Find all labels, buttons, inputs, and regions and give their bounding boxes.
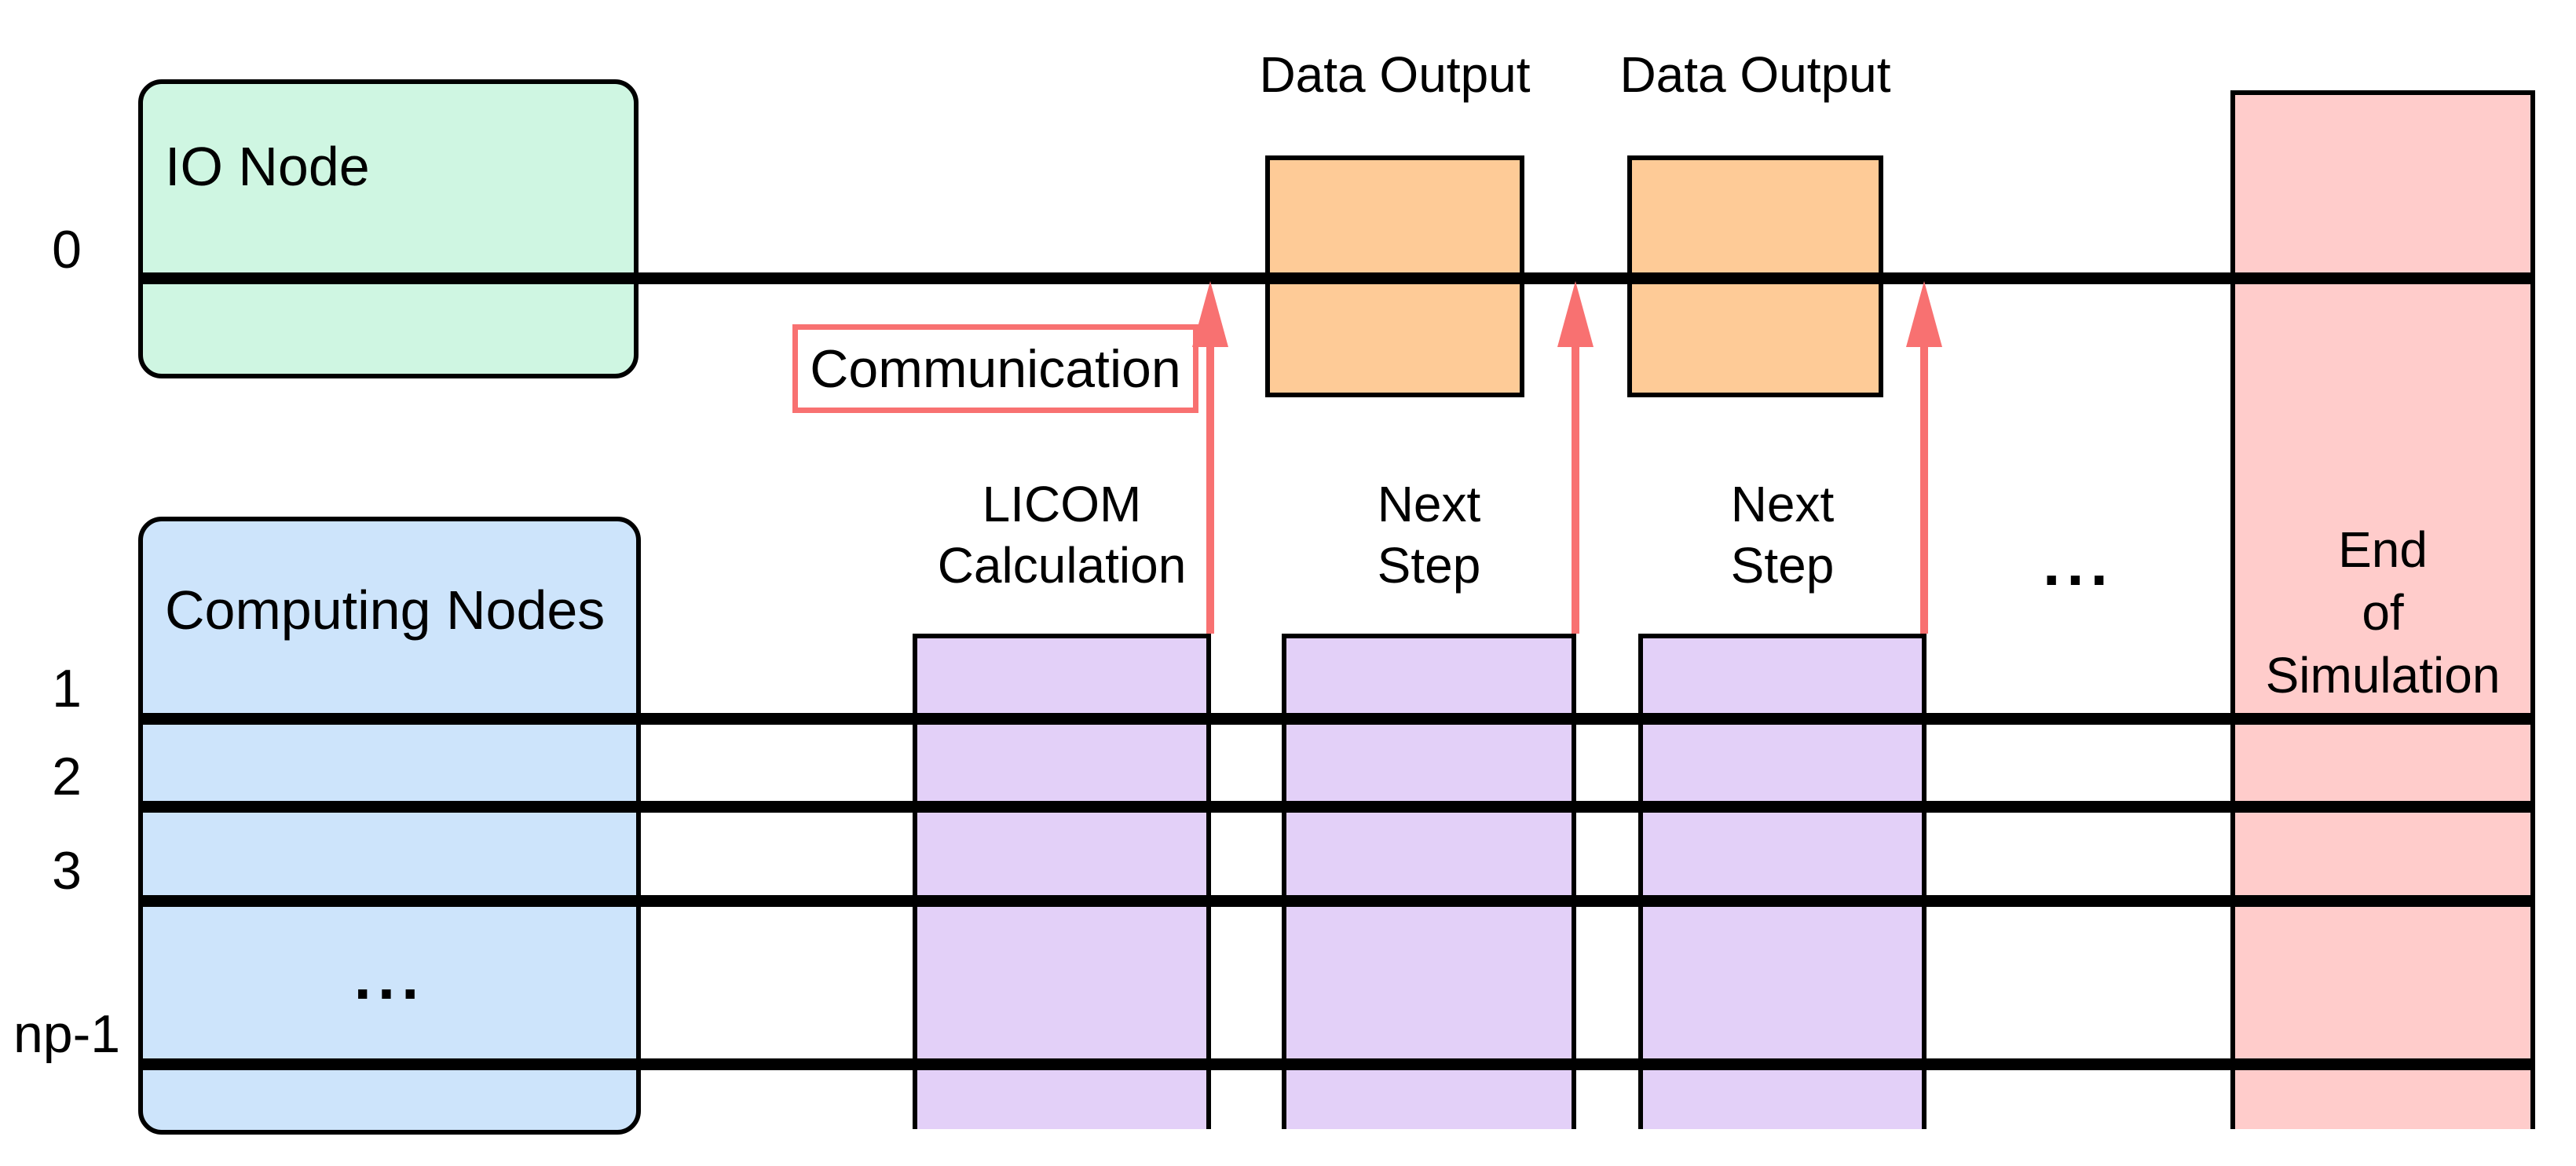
timeline-rank-2 [143,801,2535,813]
timeline-ellipsis: ... [2043,528,2114,598]
row-label-np-1: np-1 [13,1004,121,1064]
end-of-simulation-label: End of Simulation [2265,521,2501,704]
row-label-2: 2 [52,747,82,806]
computing-nodes-label: Computing Nodes [165,579,606,641]
end-of-simulation-box [2230,90,2535,1129]
next-step-box-2 [1638,634,1927,1129]
communication-label: Communication [810,338,1181,399]
arrow-shaft [1572,336,1579,634]
timeline-rank-1 [143,713,2535,725]
communication-callout: Communication [792,324,1198,413]
next-step-label-2: Next Step [1730,476,1835,594]
timeline-rank-3 [143,895,2535,907]
communication-arrow-icon-2 [1557,281,1594,634]
communication-arrow-icon-3 [1906,281,1942,634]
licom-calculation-box [913,634,1211,1129]
next-step-box-1 [1282,634,1576,1129]
data-output-label-1: Data Output [1259,46,1531,103]
licom-calculation-label: LICOM Calculation [937,476,1187,594]
data-output-label-2: Data Output [1619,46,1891,103]
io-node-box [138,79,639,378]
timeline-rank-0 [143,272,2535,284]
arrow-shaft [1920,336,1928,634]
computing-nodes-box [138,517,641,1135]
timeline-rank-np-1 [143,1058,2535,1070]
next-step-label-1: Next Step [1377,476,1481,594]
row-label-3: 3 [52,841,82,901]
io-node-label: IO Node [165,136,370,197]
communication-arrow-icon-1 [1192,281,1228,634]
row-label-0: 0 [52,220,82,280]
computing-nodes-ellipsis: ... [353,942,426,1012]
arrow-shaft [1206,336,1214,634]
row-label-1: 1 [52,659,82,718]
